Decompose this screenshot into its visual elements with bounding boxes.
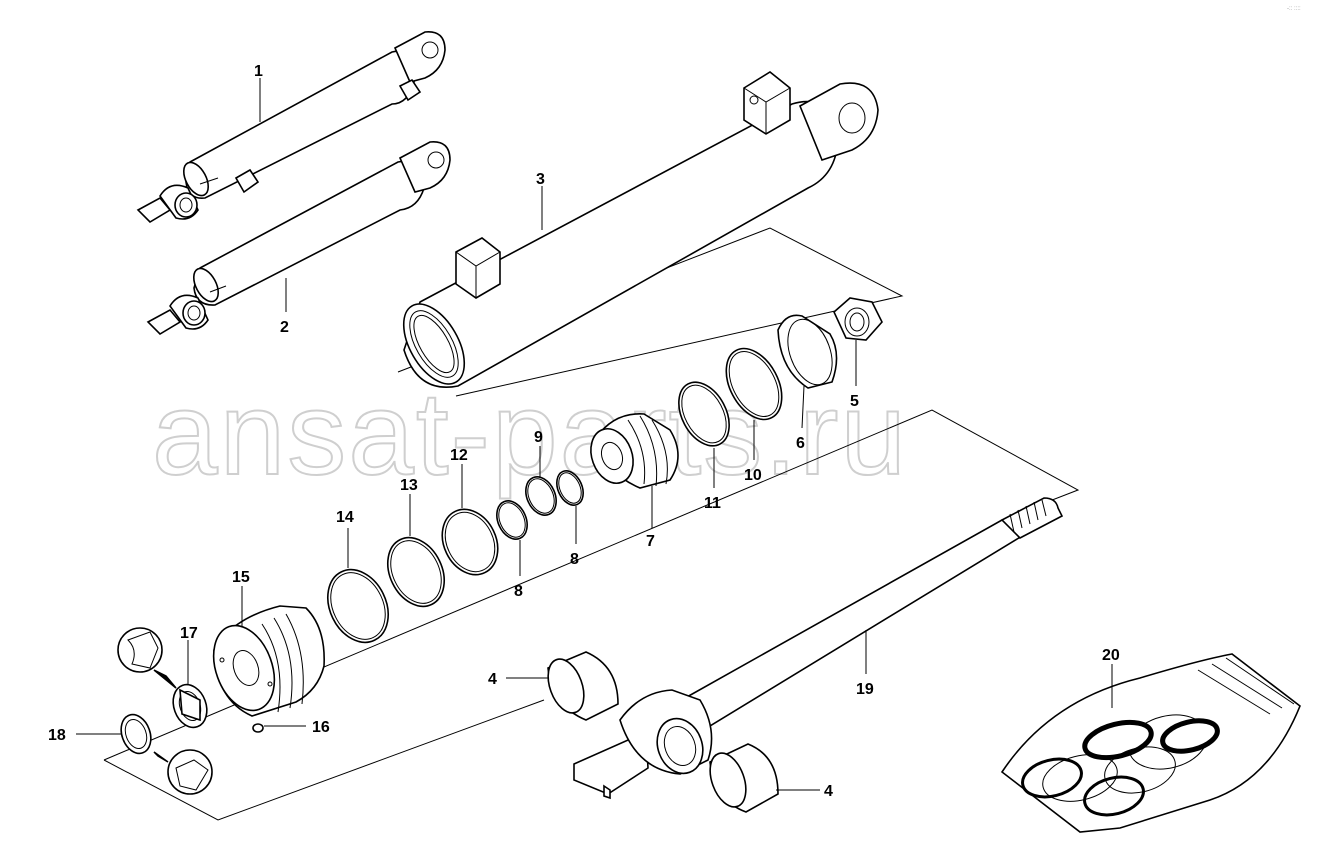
- part-15-cylinder-head[interactable]: [203, 605, 325, 719]
- part-18-detail-bubble: [153, 749, 213, 795]
- callout-11: 11: [704, 495, 721, 512]
- callout-15: 15: [232, 569, 250, 586]
- part-6-wear-band[interactable]: [777, 313, 840, 391]
- part-8-o-ring-b[interactable]: [491, 496, 533, 544]
- callout-16: 16: [312, 719, 330, 736]
- part-5-nut[interactable]: [833, 297, 883, 341]
- callout-13: 13: [400, 477, 418, 494]
- part-7-piston[interactable]: [584, 413, 679, 489]
- callout-8a: 8: [570, 551, 579, 568]
- part-2-cylinder-assembly[interactable]: [146, 141, 451, 336]
- part-14-seal-ring[interactable]: [316, 560, 400, 653]
- part-4-bushing-lower[interactable]: [703, 743, 779, 813]
- part-16-pin[interactable]: [252, 723, 264, 733]
- part-9-ring[interactable]: [520, 472, 562, 520]
- part-3-cylinder-barrel[interactable]: [391, 71, 904, 397]
- part-18-scraper-ring[interactable]: [116, 710, 156, 757]
- callout-4a: 4: [488, 671, 497, 688]
- part-19-piston-rod[interactable]: [573, 497, 1064, 800]
- callout-4b: 4: [824, 783, 833, 800]
- callout-20: 20: [1102, 647, 1120, 664]
- callout-18: 18: [48, 727, 66, 744]
- callout-2: 2: [280, 319, 289, 336]
- callout-19: 19: [856, 681, 874, 698]
- callout-6: 6: [796, 435, 805, 452]
- part-4-bushing-upper[interactable]: [541, 651, 619, 721]
- part-13-seal-ring[interactable]: [377, 528, 455, 616]
- part-20-seal-kit[interactable]: [1000, 653, 1301, 833]
- callout-12: 12: [450, 447, 468, 464]
- callout-9: 9: [534, 429, 543, 446]
- callout-7: 7: [646, 533, 655, 550]
- leader-lines: [76, 78, 1113, 791]
- part-17-wiper[interactable]: [167, 680, 212, 732]
- callout-10: 10: [744, 467, 762, 484]
- callout-labels: 1 2 3 5 6 10 11 7 9 8 8 12 13 14 15 16 1…: [48, 63, 1120, 800]
- part-12-seal-ring[interactable]: [432, 500, 509, 584]
- callout-5: 5: [850, 393, 859, 410]
- callout-17: 17: [180, 625, 198, 642]
- callout-14: 14: [336, 509, 354, 526]
- callout-3: 3: [536, 171, 545, 188]
- part-17-detail-bubble: [117, 627, 177, 689]
- corner-mark: -:: ::::: [1287, 6, 1301, 12]
- callout-1: 1: [254, 63, 263, 80]
- part-1-cylinder-assembly[interactable]: [136, 31, 446, 224]
- callout-8b: 8: [514, 583, 523, 600]
